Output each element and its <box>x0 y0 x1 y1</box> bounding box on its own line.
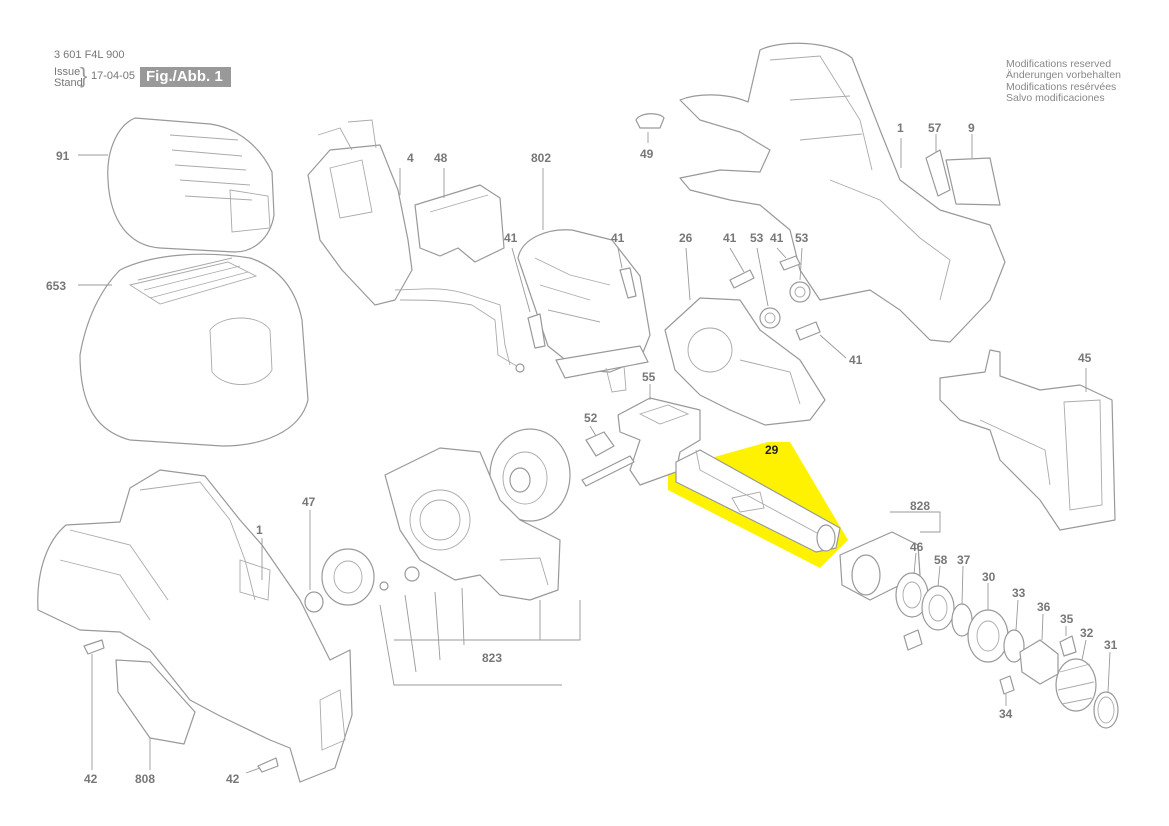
note-fr: Modifications resérvées <box>1006 80 1117 93</box>
ring-part-58[interactable] <box>921 565 955 631</box>
label-32: 32 <box>1080 626 1094 640</box>
gear-housing-part-26[interactable] <box>664 247 826 426</box>
ring-part-46[interactable] <box>895 552 929 618</box>
ring-part-37[interactable] <box>951 565 973 637</box>
label-1-top: 1 <box>897 121 904 135</box>
plunger-part-29[interactable] <box>675 449 841 553</box>
label-46: 46 <box>910 540 924 554</box>
part-labels: 91 653 4 48 802 49 1 57 9 41 41 26 41 53… <box>46 121 1118 786</box>
clip-part-49[interactable] <box>635 113 665 143</box>
label-91: 91 <box>56 149 70 163</box>
label-48: 48 <box>434 151 448 165</box>
gear-wheel[interactable] <box>489 428 571 522</box>
screw-part-42-left[interactable] <box>83 639 105 770</box>
label-41-d: 41 <box>770 231 784 245</box>
pin[interactable] <box>581 455 635 487</box>
label-33: 33 <box>1012 586 1026 600</box>
ring-part-31[interactable] <box>1093 651 1119 729</box>
stand-label: Stand <box>54 77 83 89</box>
label-29: 29 <box>765 443 779 457</box>
issue-label: Issue <box>54 66 81 78</box>
bushing-part-53-a[interactable] <box>756 247 781 329</box>
gear-housing-front-part-823[interactable] <box>379 447 581 686</box>
label-57: 57 <box>928 121 942 135</box>
cover-part-48[interactable] <box>414 168 505 263</box>
label-part-9[interactable] <box>945 134 1001 206</box>
collar-part-32[interactable] <box>1055 639 1097 712</box>
label-31: 31 <box>1104 638 1118 652</box>
sleeve-part-36[interactable] <box>1019 613 1059 685</box>
screw-part-41-left[interactable] <box>511 247 546 349</box>
switch-module-part-4[interactable] <box>307 119 525 373</box>
label-58: 58 <box>934 553 948 567</box>
label-41-a: 41 <box>504 231 518 245</box>
label-53-b: 53 <box>795 231 809 245</box>
label-53-a: 53 <box>750 231 764 245</box>
label-42-right: 42 <box>226 772 240 786</box>
screw-part-41-b[interactable] <box>776 247 801 271</box>
bushing-part-52[interactable] <box>585 425 615 457</box>
label-823: 823 <box>482 651 502 665</box>
label-34: 34 <box>999 707 1013 721</box>
label-55: 55 <box>642 370 656 384</box>
pin-part-34[interactable] <box>999 675 1015 706</box>
bearing-part-47[interactable] <box>304 510 375 613</box>
label-30: 30 <box>982 570 996 584</box>
label-653: 653 <box>46 279 66 293</box>
label-808: 808 <box>135 772 155 786</box>
label-35: 35 <box>1060 612 1074 626</box>
label-52: 52 <box>584 411 598 425</box>
saw-body-part-1-bottom[interactable] <box>37 469 353 783</box>
ring-part-33[interactable] <box>1003 599 1025 663</box>
screw-part-42-right[interactable] <box>245 757 279 774</box>
note-de: Änderungen vorbehalten <box>1006 69 1122 82</box>
issue-date: 17-04-05 <box>91 70 136 82</box>
bracket-part-45[interactable] <box>939 349 1116 531</box>
label-part-57[interactable] <box>925 134 951 197</box>
motor-part-802[interactable] <box>517 168 651 393</box>
pin-part-35[interactable] <box>1059 626 1077 657</box>
screw-part-41-c[interactable] <box>795 321 847 359</box>
brace-glyph: } <box>80 63 88 88</box>
figure-label: Fig./Abb. 1 <box>140 67 231 87</box>
label-36: 36 <box>1037 600 1051 614</box>
label-26: 26 <box>679 231 693 245</box>
label-47: 47 <box>302 495 316 509</box>
note-es: Salvo modificaciones <box>1006 91 1105 104</box>
label-45: 45 <box>1078 351 1092 365</box>
modifications-notes: Modifications reserved Änderungen vorbeh… <box>1006 58 1122 104</box>
label-42-left: 42 <box>84 772 98 786</box>
label-1-bottom: 1 <box>256 523 263 537</box>
label-part-808[interactable] <box>115 659 196 770</box>
label-49: 49 <box>640 147 654 161</box>
label-828: 828 <box>910 499 930 513</box>
label-802: 802 <box>531 151 551 165</box>
screw-part-41-a[interactable] <box>729 247 755 289</box>
note-en: Modifications reserved <box>1006 58 1112 70</box>
label-41-e: 41 <box>849 353 863 367</box>
label-9: 9 <box>968 121 975 135</box>
bushing-part-53-b[interactable] <box>789 247 811 303</box>
label-41-c: 41 <box>723 231 737 245</box>
label-41-b: 41 <box>611 231 625 245</box>
part-number: 3 601 F4L 900 <box>54 49 125 61</box>
battery-pack-part-91[interactable] <box>78 117 275 253</box>
label-4: 4 <box>407 151 414 165</box>
housing-shell-part-1-top[interactable] <box>679 42 1006 343</box>
washer-small[interactable] <box>379 566 420 591</box>
leader-828 <box>890 511 941 533</box>
tag[interactable] <box>903 629 923 651</box>
screw-part-41-mid[interactable] <box>617 247 637 299</box>
charger-part-653[interactable] <box>78 253 309 447</box>
bearing-part-30[interactable] <box>967 583 1009 663</box>
label-37: 37 <box>957 553 971 567</box>
